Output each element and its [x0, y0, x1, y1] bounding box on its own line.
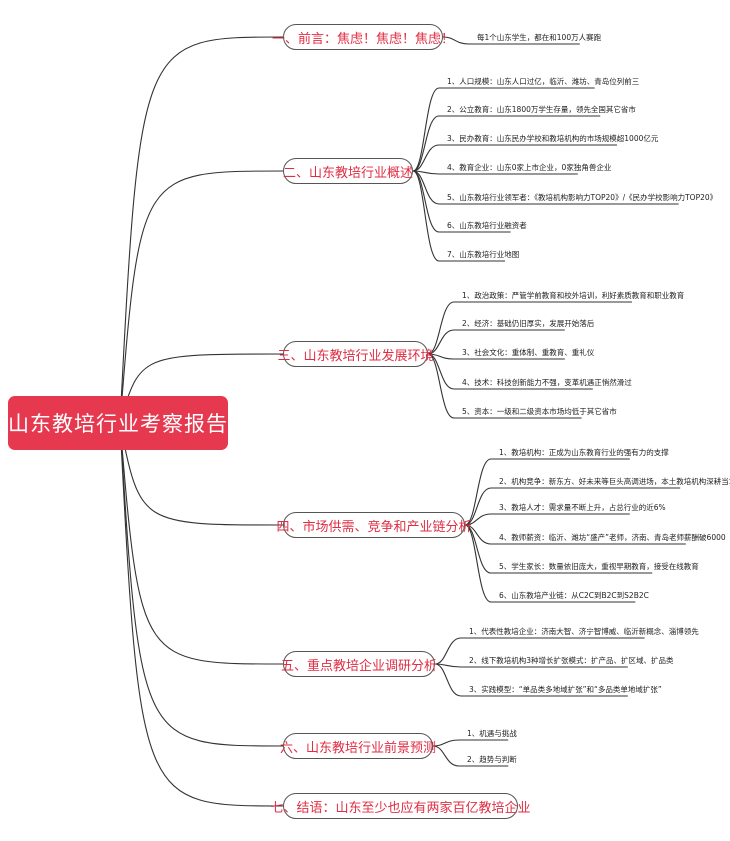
leaf-connector-6-2	[432, 745, 460, 767]
branch-node-2[interactable]: 二、山东教培行业概述	[283, 158, 413, 184]
branch-label: 四、市场供需、竞争和产业链分析	[276, 519, 472, 535]
leaf-item[interactable]: 6、山东教培产业链：从C2C到B2C到S2B2C	[499, 591, 649, 600]
leaf-item[interactable]: 1、人口规模：山东人口过亿，临沂、潍坊、青岛位列前三	[447, 77, 640, 86]
leaf-item[interactable]: 每1个山东学生，都在和100万人赛跑	[477, 33, 602, 42]
leaf-connector-4-2	[464, 487, 492, 526]
branch-node-3[interactable]: 三、山东教培行业发展环境	[278, 341, 434, 367]
leaf-item[interactable]: 4、教育企业：山东0家上市企业，0家独角兽企业	[447, 163, 612, 172]
branch-node-6[interactable]: 六、山东教培行业前景预测	[280, 733, 437, 759]
leaf-item[interactable]: 5、资本：一级和二级资本市场均低于其它省市	[462, 407, 617, 416]
branch-node-4[interactable]: 四、市场供需、竞争和产业链分析	[277, 512, 472, 538]
leaf-connector-5-3	[434, 663, 462, 697]
leaf-connector-3-1	[427, 301, 455, 355]
leaf-item[interactable]: 2、经济：基础仍旧厚实，发展开始落后	[462, 319, 595, 328]
leaf-item[interactable]: 4、教师薪资：临沂、潍坊“盛产”老师，济南、青岛老师薪酬破6000	[499, 533, 726, 542]
branch-connector-1	[119, 36, 284, 424]
branch-connector-6	[119, 422, 284, 747]
branch-label: 二、山东教培行业概述	[283, 165, 414, 181]
branch-connector-7	[119, 422, 284, 807]
leaf-item[interactable]: 6、山东教培行业融资者	[447, 221, 527, 230]
branch-label: 三、山东教培行业发展环境	[277, 348, 434, 364]
leaf-item[interactable]: 2、公立教育：山东1800万学生存量，领先全国其它省市	[447, 105, 636, 114]
root-title: 山东教培行业考察报告	[8, 412, 228, 436]
leaf-item[interactable]: 5、山东教培行业领军者：《教培机构影响力TOP20》/《民办学校影响力TOP20…	[447, 193, 718, 202]
leaf-item[interactable]: 2、线下教培机构3种增长扩张模式：扩产品、扩区域、扩品类	[469, 656, 674, 665]
branch-connector-5	[119, 422, 284, 665]
leaf-connector-3-2	[427, 329, 455, 355]
leaf-item[interactable]: 3、民办教育：山东民办学校和教培机构的市场规模超1000亿元	[447, 134, 659, 143]
leaf-connector-1-1	[442, 36, 470, 45]
branch-node-5[interactable]: 五、重点教培企业调研分析	[281, 651, 438, 677]
leaf-connector-2-1	[412, 87, 440, 172]
branch-label: 七、结语：山东至少也应有两家百亿教培企业	[270, 800, 531, 816]
leaf-item[interactable]: 1、政治政策：严管学前教育和校外培训，利好素质教育和职业教育	[462, 291, 685, 300]
leaf-item[interactable]: 2、趋势与判断	[467, 755, 517, 764]
leaf-item[interactable]: 1、教培机构：正成为山东教育行业的强有力的支撑	[499, 448, 669, 457]
leaf-item[interactable]: 3、教培人才：需求量不断上升，占总行业的近6%	[499, 503, 666, 512]
leaf-item[interactable]: 2、机构竞争：新东方、好未来等巨头高调进场，本土教培机构深耕当地	[499, 477, 730, 486]
leaf-item[interactable]: 3、社会文化：重体制、重教育、重礼仪	[462, 348, 595, 357]
leaf-connector-4-3	[464, 513, 492, 526]
branch-connector-4	[119, 422, 284, 526]
leaf-item[interactable]: 1、机遇与挑战	[467, 729, 517, 738]
branch-label: 一、前言：焦虑！焦虑！焦虑！	[272, 31, 455, 47]
leaf-item[interactable]: 5、学生家长：数量依旧庞大，重视早期教育，接受在线教育	[499, 562, 699, 571]
leaf-connector-4-6	[464, 524, 492, 603]
leaf-connector-2-7	[412, 170, 440, 262]
root-node[interactable]: 山东教培行业考察报告	[8, 396, 228, 450]
branch-node-7[interactable]: 七、结语：山东至少也应有两家百亿教培企业	[271, 793, 531, 819]
branch-label: 五、重点教培企业调研分析	[281, 658, 438, 674]
branch-label: 六、山东教培行业前景预测	[280, 740, 437, 756]
leaf-item[interactable]: 1、代表性教培企业：济南大智、济宁智博威、临沂新概念、淄博领先	[469, 627, 699, 636]
leaf-connector-5-1	[434, 637, 462, 665]
leaf-connector-4-1	[464, 458, 492, 526]
leaf-connector-2-2	[412, 115, 440, 172]
branch-node-1[interactable]: 一、前言：焦虑！焦虑！焦虑！	[272, 24, 454, 50]
leaf-connector-3-5	[427, 353, 455, 419]
leaf-item[interactable]: 7、山东教培行业地图	[447, 250, 520, 259]
branch-connector-2	[119, 170, 284, 424]
leaf-connector-6-1	[432, 739, 460, 747]
leaf-item[interactable]: 3、实践模型：“单品类多地域扩张”和“多品类单地域扩张”	[469, 685, 662, 694]
leaf-connector-2-3	[412, 144, 440, 172]
leaf-item[interactable]: 4、技术：科技创新能力不强，变革机遇正悄然滑过	[462, 378, 632, 387]
